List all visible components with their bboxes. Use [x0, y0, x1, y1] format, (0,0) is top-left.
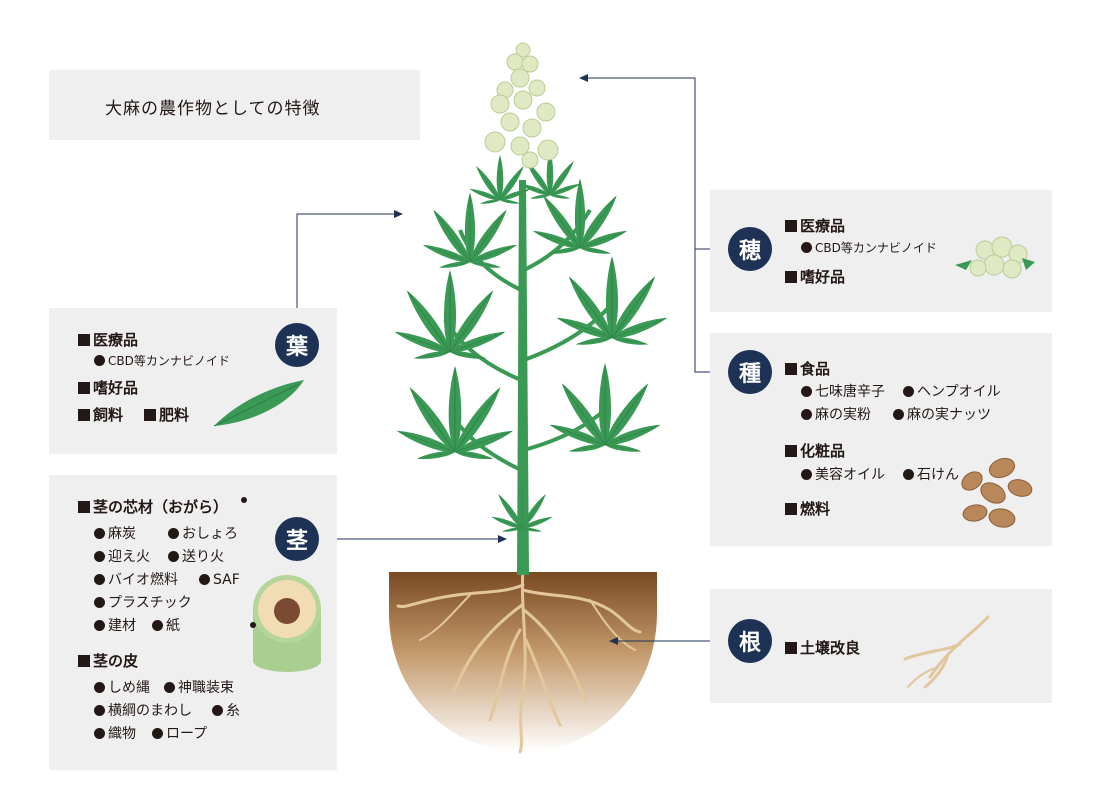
flower-buds — [484, 42, 559, 169]
ho-item-cbd: CBD等カンナビノイド — [801, 242, 937, 254]
stem-bark-item: 織物 — [94, 727, 136, 741]
stem-badge: 茎 — [275, 517, 319, 561]
root-badge: 根 — [728, 619, 772, 663]
stem-bark-heading: 茎の皮 — [78, 654, 138, 669]
leaf-item-cbd: CBD等カンナビノイド — [94, 355, 230, 367]
roots — [396, 568, 642, 754]
leaf-heading-medical: 医療品 — [78, 333, 138, 348]
seed-food-item: 麻の実ナッツ — [893, 408, 991, 422]
ho-badge: 穂 — [728, 227, 772, 271]
stem-core-item: 建材 — [94, 619, 136, 633]
seeds-icon — [961, 457, 1033, 528]
seed-cosmetic-item: 石けん — [903, 468, 959, 482]
seed-food-item: ヘンプオイル — [903, 385, 1001, 399]
fan-leaves — [393, 150, 669, 533]
stem-core-item: 迎え火 — [94, 550, 150, 564]
stem-bark-item: しめ縄 — [94, 681, 150, 695]
stem-bark-item: 神職装束 — [164, 681, 234, 695]
stem-bark-item: 糸 — [212, 704, 240, 718]
seed-food-item: 七味唐辛子 — [801, 385, 885, 399]
stem-core-item: 麻炭 — [94, 527, 136, 541]
stem-core-item: プラスチック — [94, 596, 192, 610]
seed-badge: 種 — [728, 350, 772, 394]
leaf-icon — [213, 380, 304, 427]
stem-core-item: バイオ燃料 — [94, 573, 178, 587]
main-stem — [517, 180, 529, 575]
stem-cross-section-icon — [241, 497, 321, 672]
title-panel: 大麻の農作物としての特徴 — [49, 70, 420, 140]
ho-heading-medical: 医療品 — [785, 219, 845, 234]
stem-bark-item: 横綱のまわし — [94, 704, 192, 718]
page-title: 大麻の農作物としての特徴 — [105, 99, 321, 119]
leaf-badge: 葉 — [275, 323, 319, 367]
leaf-heading-recreational: 嗜好品 — [78, 381, 138, 396]
leaf-heading-fertilizer: 肥料 — [144, 408, 189, 423]
root-heading-soil: 土壌改良 — [785, 641, 860, 656]
stem-core-item: おしょろ — [168, 527, 238, 541]
stem-core-heading: 茎の芯材（おがら） — [78, 500, 228, 515]
stem-core-item: 送り火 — [168, 550, 224, 564]
seed-cosmetic-heading: 化粧品 — [785, 444, 845, 459]
arrow-heads — [394, 74, 618, 645]
seed-cosmetic-item: 美容オイル — [801, 468, 885, 482]
seed-food-item: 麻の実粉 — [801, 408, 871, 422]
stem-bark-item: ロープ — [152, 727, 207, 741]
seed-fuel-heading: 燃料 — [785, 502, 830, 517]
seed-food-heading: 食品 — [785, 362, 830, 377]
bud-icon — [955, 236, 1035, 279]
ho-heading-recreational: 嗜好品 — [785, 270, 845, 285]
root-icon — [903, 615, 990, 689]
stem-core-item: 紙 — [152, 619, 180, 633]
soil — [389, 572, 657, 752]
leaf-heading-feed: 飼料 — [78, 408, 123, 423]
stem-core-item: SAF — [199, 573, 240, 587]
